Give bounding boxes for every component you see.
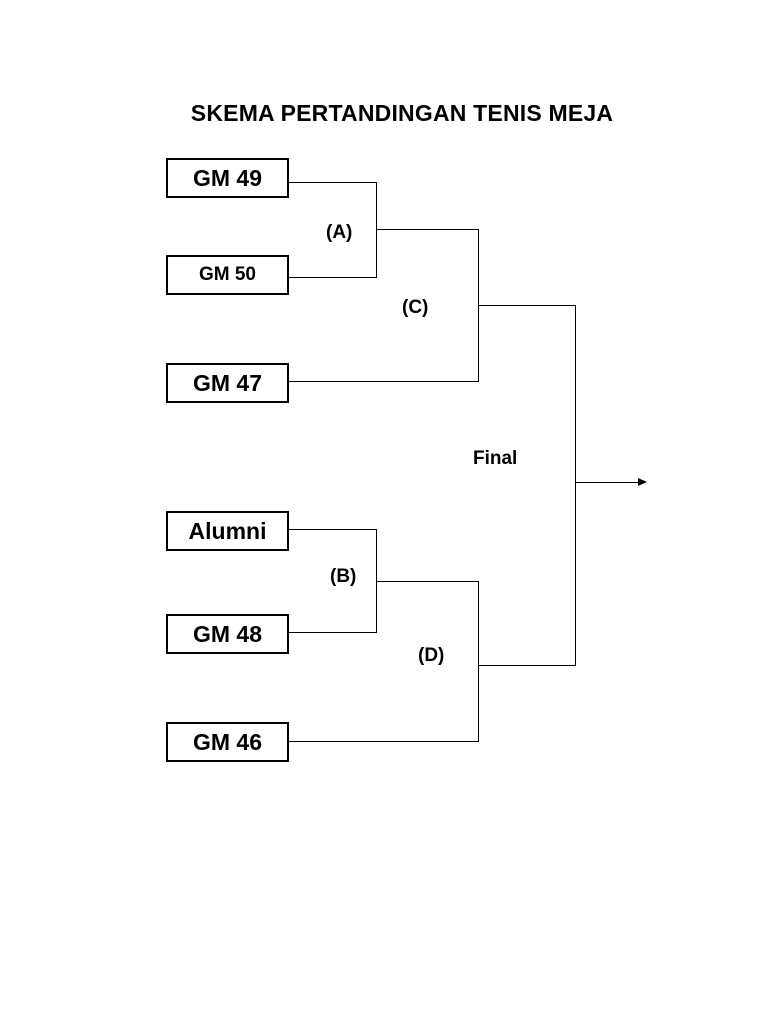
final-arrow-icon xyxy=(638,478,647,486)
match-label-a: (A) xyxy=(326,222,353,243)
bracket-line-alumni xyxy=(289,529,376,530)
match-label-c: (C) xyxy=(402,297,429,318)
bracket-line-d-winner xyxy=(478,665,576,666)
bracket-line-c-winner xyxy=(478,305,576,306)
bracket-connector-a xyxy=(376,182,377,278)
team-box-gm46: GM 46 xyxy=(166,722,289,762)
bracket-line-gm46 xyxy=(289,741,479,742)
team-box-gm49: GM 49 xyxy=(166,158,289,198)
bracket-line-gm47 xyxy=(289,381,479,382)
team-box-gm48: GM 48 xyxy=(166,614,289,654)
bracket-line-gm49 xyxy=(289,182,376,183)
match-label-final: Final xyxy=(473,448,518,469)
bracket-line-gm48 xyxy=(289,632,376,633)
diagram-title: SKEMA PERTANDINGAN TENIS MEJA xyxy=(190,100,614,126)
bracket-connector-final xyxy=(575,305,576,666)
team-box-gm50: GM 50 xyxy=(166,255,289,295)
team-box-gm47: GM 47 xyxy=(166,363,289,403)
bracket-line-gm50 xyxy=(289,277,376,278)
team-box-alumni: Alumni xyxy=(166,511,289,551)
final-arrow-line xyxy=(575,482,639,483)
bracket-line-b-winner xyxy=(376,581,479,582)
match-label-d: (D) xyxy=(418,645,445,666)
match-label-b: (B) xyxy=(330,566,357,587)
bracket-line-a-winner xyxy=(376,229,479,230)
bracket-connector-d xyxy=(478,581,479,742)
